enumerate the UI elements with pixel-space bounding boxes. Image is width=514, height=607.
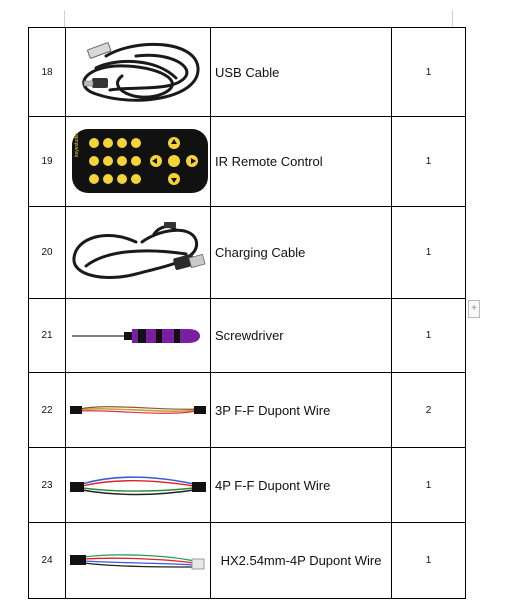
part-quantity: 1: [391, 447, 466, 523]
part-name: Screwdriver: [210, 298, 392, 373]
part-quantity: 1: [391, 27, 466, 117]
table-row: 23 4P F-F Dupont Wire 1: [28, 447, 466, 523]
row-number: 24: [28, 522, 66, 599]
table-row: 19 keyestudio IR Remote Control 1: [28, 116, 466, 207]
page-crop-mark-right: [452, 10, 453, 27]
part-quantity: 1: [391, 522, 466, 599]
part-image-cell: [65, 298, 211, 373]
part-image-cell: [65, 27, 211, 117]
table-row: 20 Charging Cable 1: [28, 206, 466, 299]
table-row: 18 USB Cable 1: [28, 27, 466, 117]
row-number: 21: [28, 298, 66, 373]
row-number: 23: [28, 447, 66, 523]
part-quantity: 1: [391, 116, 466, 207]
part-image-cell: [65, 447, 211, 523]
row-number: 20: [28, 206, 66, 299]
usb-cable-icon: [82, 42, 200, 102]
row-number: 19: [28, 116, 66, 207]
page-crop-mark-left: [64, 10, 65, 27]
table-row: 21 Screwdriver 1: [28, 298, 466, 373]
ir-remote-icon: keyestudio: [72, 129, 208, 193]
dupont-3p-wire-icon: [70, 406, 206, 414]
remote-brand-logo: keyestudio: [74, 133, 80, 157]
screwdriver-icon: [72, 329, 200, 343]
part-name: Charging Cable: [210, 206, 392, 299]
table-row: 22 3P F-F Dupont Wire 2: [28, 372, 466, 448]
parts-list-table: 18 USB Cable 1 19 keyestudio: [28, 27, 466, 599]
row-number: 22: [28, 372, 66, 448]
table-row: 24 HX2.54mm-4P Dupont Wire 1: [28, 522, 466, 599]
part-name: IR Remote Control: [210, 116, 392, 207]
hx-4p-wire-icon: [70, 554, 205, 570]
part-quantity: 1: [391, 206, 466, 299]
part-image-cell: [65, 372, 211, 448]
part-quantity: 2: [391, 372, 466, 448]
part-name: 3P F-F Dupont Wire: [210, 372, 392, 448]
dupont-4p-wire-icon: [70, 476, 206, 496]
add-row-button[interactable]: +: [468, 300, 480, 318]
part-quantity: 1: [391, 298, 466, 373]
row-number: 18: [28, 27, 66, 117]
part-name: 4P F-F Dupont Wire: [210, 447, 392, 523]
part-name: USB Cable: [210, 27, 392, 117]
part-image-cell: [65, 206, 211, 299]
part-name: HX2.54mm-4P Dupont Wire: [210, 522, 392, 599]
charging-cable-icon: [72, 221, 206, 279]
part-image-cell: [65, 522, 211, 599]
part-image-cell: keyestudio: [65, 116, 211, 207]
